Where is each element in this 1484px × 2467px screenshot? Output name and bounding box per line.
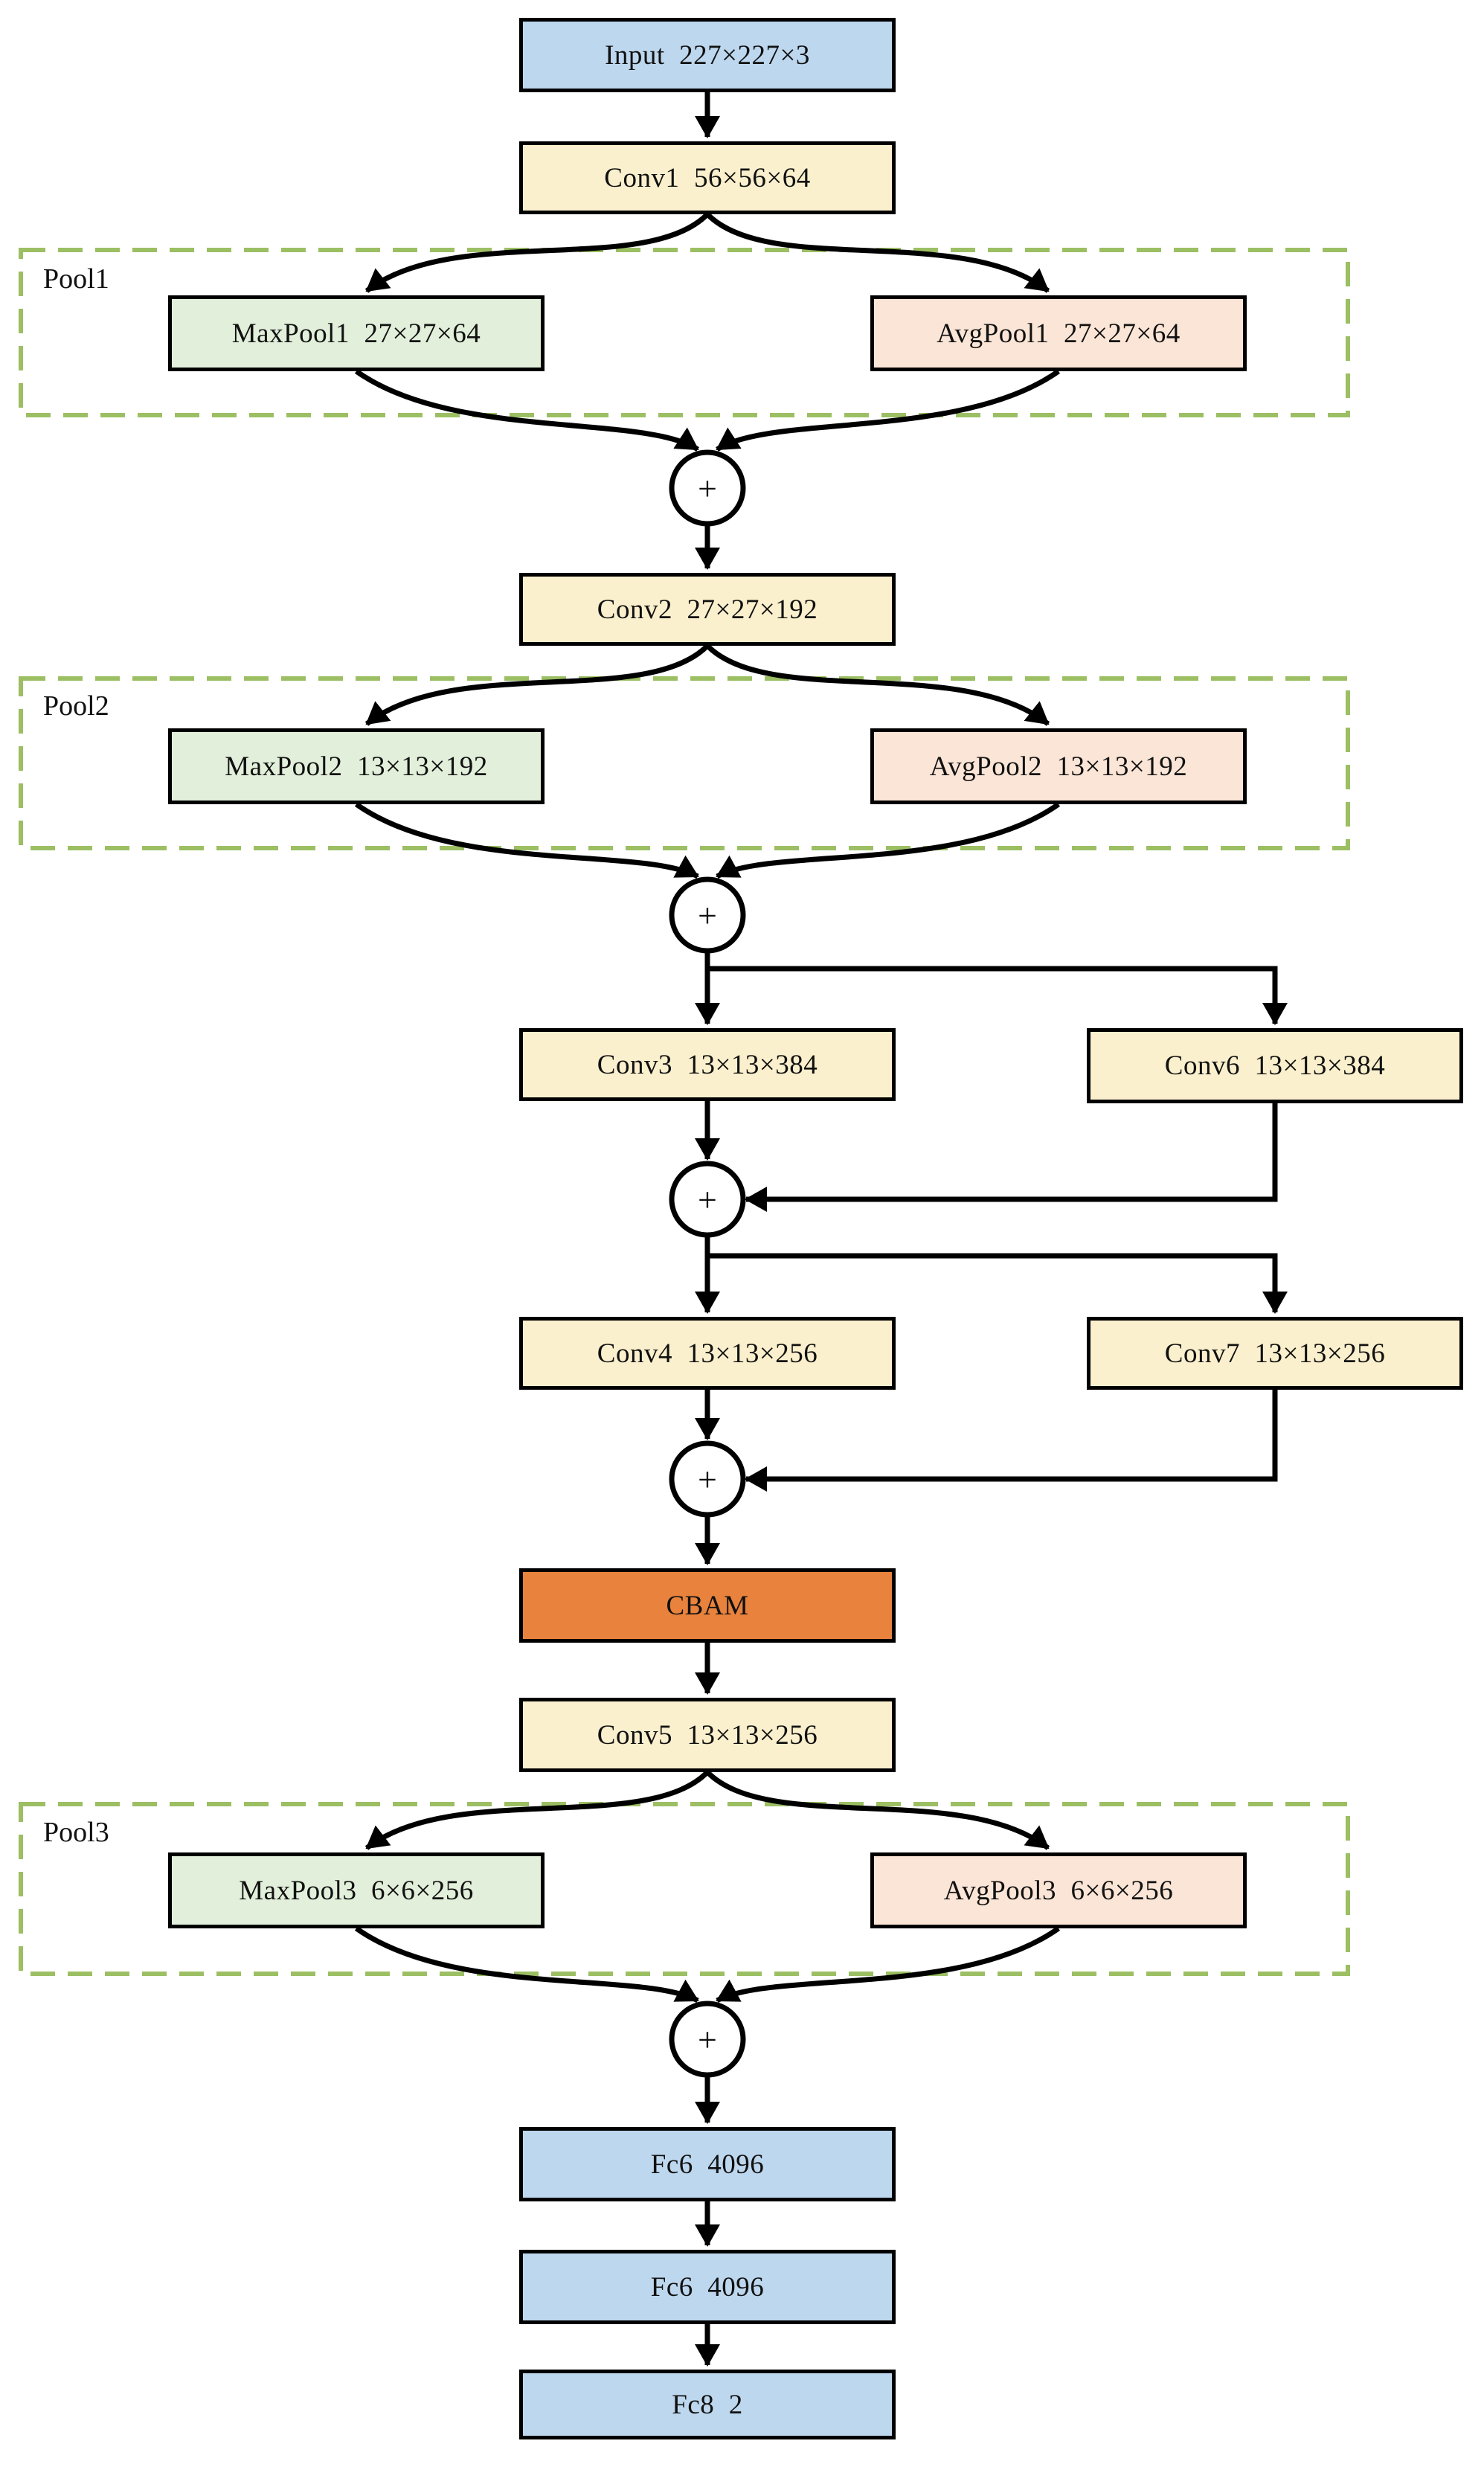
node-avgpool3: AvgPool3 6×6×256: [870, 1852, 1247, 1928]
node-avgpool1: AvgPool1 27×27×64: [870, 295, 1247, 371]
node-conv1: Conv1 56×56×64: [519, 141, 896, 214]
curve-conv5-maxpool3: [364, 1770, 710, 1850]
feedback-conv7-add4: [745, 1390, 1278, 1492]
plus-icon: +: [698, 1460, 717, 1498]
plus-icon: +: [698, 469, 717, 507]
curve-conv5-avgpool3: [705, 1770, 1050, 1850]
plus-icon: +: [698, 896, 717, 934]
node-conv2: Conv2 27×27×192: [519, 573, 896, 646]
curve-avgpool3-add5: [716, 1926, 1061, 2004]
pool2-group-label: Pool2: [43, 690, 109, 722]
node-conv3: Conv3 13×13×384: [519, 1028, 896, 1101]
curve-conv2-maxpool2: [364, 644, 710, 726]
node-conv6: Conv6 13×13×384: [1087, 1028, 1463, 1103]
curve-conv1-avgpool1: [705, 212, 1050, 293]
node-fc6-second: Fc6 4096: [519, 2250, 896, 2324]
curve-maxpool2-add2: [354, 802, 699, 879]
pool1-group-frame: [19, 248, 1350, 417]
curve-avgpool2-add2: [716, 802, 1061, 879]
node-conv5: Conv5 13×13×256: [519, 1698, 896, 1772]
plus-icon: +: [698, 1181, 717, 1219]
plus-icon: +: [698, 2021, 717, 2059]
pool2-group-frame: [19, 676, 1350, 850]
merge-add5: +: [669, 2001, 746, 2078]
curve-maxpool1-add1: [354, 369, 699, 452]
node-fc6-first: Fc6 4096: [519, 2127, 896, 2201]
node-maxpool3: MaxPool3 6×6×256: [168, 1852, 545, 1928]
node-cbam: CBAM: [519, 1568, 896, 1643]
node-maxpool2: MaxPool2 13×13×192: [168, 728, 545, 804]
pool1-group-label: Pool1: [43, 263, 109, 295]
node-maxpool1: MaxPool1 27×27×64: [168, 295, 545, 371]
pool3-group-label: Pool3: [43, 1817, 109, 1848]
curve-conv2-avgpool2: [705, 644, 1050, 726]
merge-add1: +: [669, 449, 746, 527]
pool3-group-frame: [19, 1802, 1350, 1976]
node-fc8: Fc8 2: [519, 2370, 896, 2439]
merge-add4: +: [669, 1440, 746, 1518]
branch-add3-conv7: [707, 1253, 1288, 1314]
merge-add3: +: [669, 1161, 746, 1238]
node-conv4: Conv4 13×13×256: [519, 1317, 896, 1390]
node-avgpool2: AvgPool2 13×13×192: [870, 728, 1247, 804]
node-conv7: Conv7 13×13×256: [1087, 1317, 1463, 1390]
node-input: Input 227×227×3: [519, 18, 896, 92]
curve-maxpool3-add5: [354, 1926, 699, 2004]
feedback-conv6-add3: [745, 1103, 1278, 1212]
curve-conv1-maxpool1: [364, 212, 710, 293]
curve-avgpool1-add1: [716, 369, 1061, 452]
merge-add2: +: [669, 876, 746, 954]
branch-add2-conv6: [707, 966, 1288, 1025]
